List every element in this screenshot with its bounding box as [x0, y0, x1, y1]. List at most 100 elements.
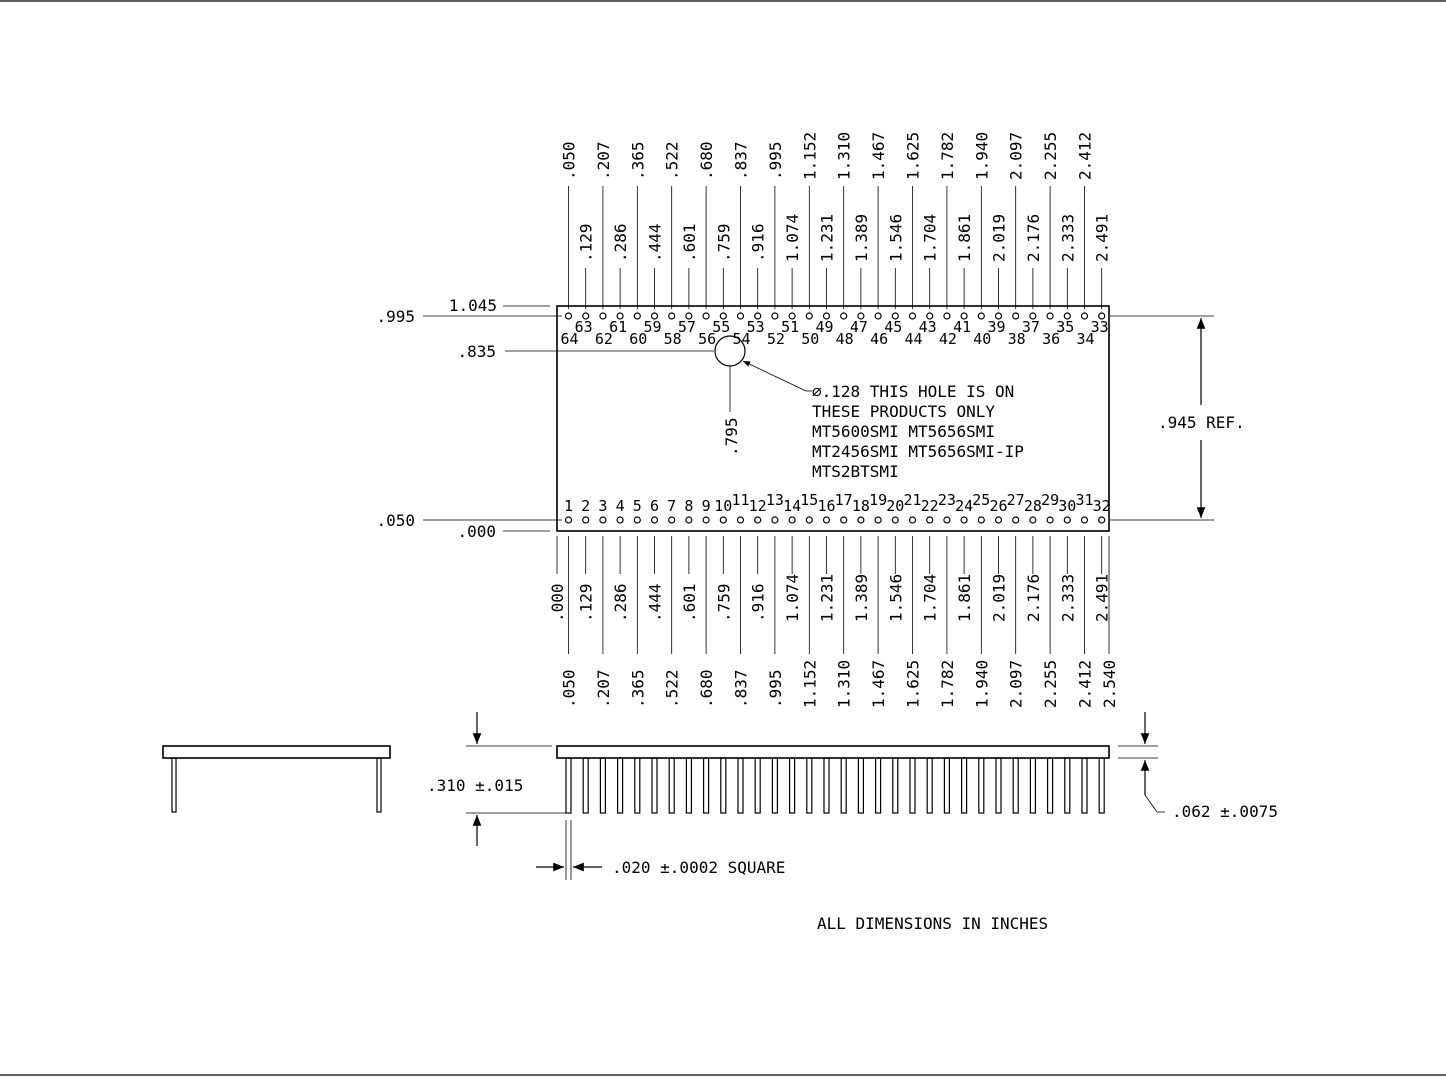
pin-hole-bottom	[633, 516, 641, 524]
pin-number-bottom: 1	[564, 497, 573, 515]
pin-number-top: 41	[953, 318, 971, 336]
pin-hole-bottom	[908, 516, 917, 524]
board-outline	[556, 305, 1110, 532]
side-view-pin	[720, 757, 727, 814]
pin-hole-top	[977, 312, 985, 320]
pin-number-top: 45	[884, 318, 902, 336]
top-dim-tall-label: 1.310	[835, 132, 854, 180]
side-view-pin	[651, 757, 658, 814]
pin-number-top: 49	[815, 318, 833, 336]
pin-hole-top	[650, 312, 659, 320]
pin-number-bottom: 32	[1093, 497, 1111, 515]
top-dim-short-label: .286	[611, 223, 630, 262]
side-view-pin	[995, 757, 1002, 814]
pin-number-bottom: 26	[989, 497, 1007, 515]
hole-note-line-1: ∅.128 THIS HOLE IS ON	[812, 382, 1014, 401]
pin-hole-top	[908, 312, 917, 320]
pin-hole-bottom	[668, 516, 676, 524]
pin-number-top: 64	[560, 330, 578, 348]
pin-number-bottom: 30	[1058, 497, 1076, 515]
pin-hole-bottom	[822, 516, 831, 524]
pin-hole-bottom	[599, 516, 607, 524]
pin-number-top: 42	[939, 330, 957, 348]
pin-hole-bottom	[1012, 516, 1020, 524]
pin-number-bottom: 5	[633, 497, 642, 515]
pin-hole-bottom	[857, 516, 865, 524]
bottom-dim-tall-label: 1.152	[800, 660, 819, 708]
top-dim-tall-label: 1.467	[869, 132, 888, 180]
bottom-dim-tall-label: 1.467	[869, 660, 888, 708]
thickness-leader	[1144, 794, 1165, 813]
pin-hole-top	[754, 312, 762, 320]
top-dim-short-label: 2.491	[1093, 214, 1112, 262]
side-view-pin	[806, 757, 813, 814]
pin-square-label: .020 ±.0002 SQUARE	[612, 858, 785, 877]
pin-number-bottom: 17	[835, 491, 853, 509]
thickness-label: .062 ±.0075	[1172, 802, 1278, 821]
dim-hole-y: .835	[457, 342, 496, 361]
hole-note-line-5: MTS2BTSMI	[812, 462, 899, 481]
bottom-dim-short-label: 1.861	[955, 574, 974, 622]
top-dim-tall-label: .680	[697, 141, 716, 180]
pin-hole-bottom	[685, 516, 693, 524]
pin-hole-top	[1063, 312, 1071, 320]
pin-hole-bottom	[1046, 516, 1054, 524]
bottom-dim-short-label: 1.546	[886, 574, 905, 622]
bottom-dim-short-label: .000	[548, 583, 567, 622]
side-view-pin	[582, 757, 589, 814]
end-view-pin-right	[376, 757, 382, 813]
pin-hole-top	[926, 312, 934, 320]
bottom-dim-tall-label: .050	[560, 669, 579, 708]
pin-hole-top	[736, 312, 745, 320]
pin-hole-bottom	[891, 516, 899, 524]
pin-number-top: 43	[919, 318, 937, 336]
top-dim-tall-label: .207	[594, 141, 613, 180]
pin-hole-bottom	[840, 516, 848, 524]
top-dim-short-label: .444	[646, 223, 665, 262]
pin-number-top: 51	[781, 318, 799, 336]
bottom-dim-tall-label: 1.940	[972, 660, 991, 708]
pin-number-top: 36	[1042, 330, 1060, 348]
top-dim-tall-label: 1.782	[938, 132, 957, 180]
hole-note-line-3: MT5600SMI MT5656SMI	[812, 422, 995, 441]
pin-number-bottom: 16	[817, 497, 835, 515]
pin-hole-top	[805, 312, 813, 320]
pin-number-top: 35	[1056, 318, 1074, 336]
pin-number-top: 50	[801, 330, 819, 348]
top-dim-short-label: .916	[749, 223, 768, 262]
pin-hole-top	[822, 312, 831, 320]
top-dim-short-label: .759	[714, 223, 733, 262]
pin-hole-top	[616, 312, 624, 320]
bottom-dim-short-label: .444	[646, 583, 665, 622]
side-view-pin	[685, 757, 693, 814]
pin-number-top: 62	[595, 330, 613, 348]
side-view-pin	[1064, 757, 1071, 814]
side-view-pin	[668, 757, 675, 814]
pin-number-bottom: 11	[731, 491, 749, 509]
bottom-dim-tall-label: 1.625	[904, 660, 923, 708]
pin-number-top: 46	[870, 330, 888, 348]
pin-hole-top	[702, 312, 710, 320]
side-view-pin	[565, 757, 572, 814]
pin-number-bottom: 24	[955, 497, 973, 515]
top-dim-short-label: 2.019	[990, 214, 1009, 262]
pin-number-top: 34	[1076, 330, 1094, 348]
pin-hole-top	[771, 312, 779, 320]
pin-number-bottom: 28	[1024, 497, 1042, 515]
pin-number-bottom: 23	[938, 491, 956, 509]
pin-number-bottom: 20	[886, 497, 904, 515]
bottom-dim-tall-label: .837	[732, 669, 751, 708]
side-view-pin	[840, 757, 847, 814]
pin-hole-top	[1080, 312, 1089, 320]
pin-hole-bottom	[1080, 516, 1089, 524]
pin-number-top: 47	[850, 318, 868, 336]
pin-number-top: 38	[1008, 330, 1026, 348]
pin-number-bottom: 31	[1075, 491, 1093, 509]
side-view-pin	[788, 757, 796, 814]
bottom-dim-short-label: 2.019	[990, 574, 1009, 622]
pin-hole-bottom	[977, 516, 985, 524]
pin-hole-top	[582, 312, 590, 320]
